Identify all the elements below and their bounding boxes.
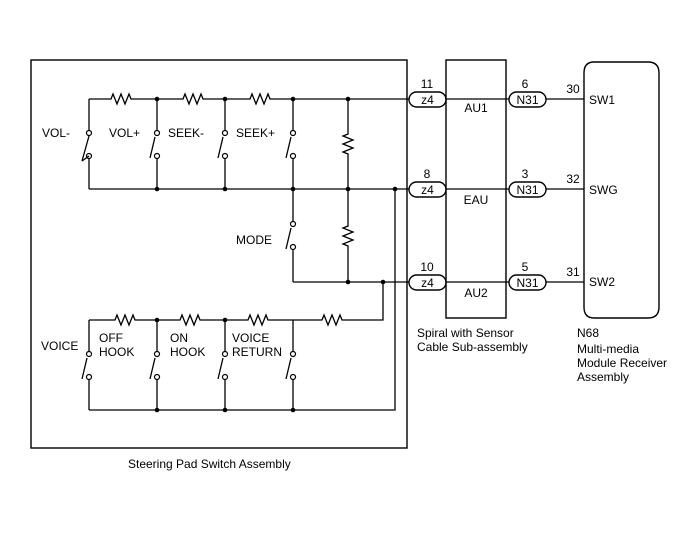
label-seek-minus: SEEK- xyxy=(168,126,204,140)
vol-minus-switch xyxy=(81,129,93,189)
receiver-name-line2: Module Receiver xyxy=(577,356,667,370)
receiver-name-line3: Assembly xyxy=(577,370,629,384)
n31-connector-au2: N31 xyxy=(508,274,547,291)
receiver-pin-sw1: 30 xyxy=(566,82,580,96)
steering-pad-switch-assembly-title: Steering Pad Switch Assembly xyxy=(128,457,291,471)
z4-connector-au2: z4 xyxy=(408,274,447,291)
n31-pin-eau: 3 xyxy=(522,167,529,181)
steering-pad-switch-assembly-box xyxy=(30,59,408,449)
label-vol-plus: VOL+ xyxy=(109,126,140,140)
off-hook-switch xyxy=(149,350,161,410)
mode-switch xyxy=(285,189,297,282)
label-on-hook-line2: HOOK xyxy=(170,345,205,359)
receiver-box xyxy=(583,61,660,319)
svg-text:z4: z4 xyxy=(421,276,434,290)
label-voice-return-line2: RETURN xyxy=(232,345,282,359)
label-vol-minus: VOL- xyxy=(42,126,70,140)
z4-pin-eau: 8 xyxy=(424,167,431,181)
z4-pin-au2: 10 xyxy=(420,260,434,274)
n31-connector-au1: N31 xyxy=(508,91,547,108)
label-on-hook-line1: ON xyxy=(170,331,188,345)
seek-minus-switch xyxy=(217,129,229,189)
receiver-name-line1: Multi-media xyxy=(577,342,639,356)
label-off-hook-line2: HOOK xyxy=(99,345,134,359)
voice-row-line xyxy=(89,313,293,327)
on-hook-switch xyxy=(217,350,229,410)
z4-connector-au1: z4 xyxy=(408,91,447,108)
label-voice-return-line1: VOICE xyxy=(232,331,269,345)
label-voice: VOICE xyxy=(41,339,78,353)
svg-text:z4: z4 xyxy=(421,183,434,197)
svg-text:N31: N31 xyxy=(516,93,538,107)
terminal-eau: EAU xyxy=(464,193,489,207)
resistor-au1-eau xyxy=(341,99,355,189)
voice-return-switch xyxy=(285,350,297,410)
svg-text:N31: N31 xyxy=(516,183,538,197)
terminal-sw2: SW2 xyxy=(589,275,615,289)
svg-text:z4: z4 xyxy=(421,93,434,107)
terminal-swg: SWG xyxy=(589,183,618,197)
label-mode: MODE xyxy=(236,233,272,247)
n31-pin-au2: 5 xyxy=(522,260,529,274)
label-seek-plus: SEEK+ xyxy=(236,126,275,140)
receiver-code: N68 xyxy=(577,326,599,340)
spiral-cable-name-line2: Cable Sub-assembly xyxy=(417,340,528,354)
n31-connector-eau: N31 xyxy=(508,181,547,198)
z4-pin-au1: 11 xyxy=(421,77,434,91)
receiver-pin-sw2: 31 xyxy=(566,265,580,279)
seek-plus-switch xyxy=(285,129,297,189)
voice-switch xyxy=(81,350,93,410)
terminal-sw1: SW1 xyxy=(589,93,615,107)
receiver-pin-swg: 32 xyxy=(566,172,580,186)
au1-line xyxy=(89,92,584,106)
vol-plus-switch xyxy=(149,129,161,189)
spiral-cable-name-line1: Spiral with Sensor xyxy=(417,326,514,340)
label-off-hook-line1: OFF xyxy=(99,331,123,345)
terminal-au2: AU2 xyxy=(464,286,488,300)
junction-dots xyxy=(154,96,398,413)
svg-text:N31: N31 xyxy=(516,276,538,290)
resistor-eau-au2 xyxy=(341,189,355,282)
n31-pin-au1: 6 xyxy=(522,77,529,91)
terminal-au1: AU1 xyxy=(464,101,488,115)
z4-connector-eau: z4 xyxy=(408,181,447,198)
